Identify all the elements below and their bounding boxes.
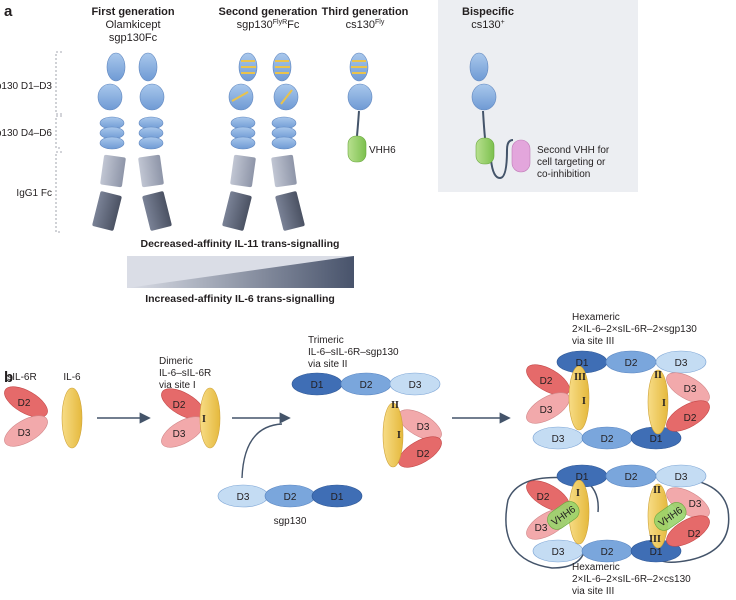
second-gen-molecule — [222, 52, 305, 231]
hex1-bot-d2: D2 — [601, 434, 614, 445]
hex1-l-d3: D3 — [540, 405, 553, 416]
hex2-line3: via site III — [572, 586, 614, 597]
dimeric-d2: D2 — [173, 400, 186, 411]
hex1-site1-right: I — [662, 398, 666, 409]
dimeric-site-1: I — [202, 414, 206, 425]
hex1-site2-right: II — [654, 370, 662, 381]
bispecific-note-3: co-inhibition — [537, 169, 590, 180]
hex1-line1: Hexameric — [572, 312, 620, 323]
free-sgp-d3: D3 — [237, 492, 250, 503]
dimeric-d3: D3 — [173, 429, 186, 440]
bispecific-note-2: cell targeting or — [537, 157, 606, 168]
trimeric-line1: Trimeric — [308, 335, 344, 346]
free-d2: D2 — [18, 398, 31, 409]
dimeric-line3: via site I — [159, 380, 196, 391]
bispecific-molecule — [469, 52, 531, 180]
trimeric-line3: via site II — [308, 359, 347, 370]
dimeric-line2: IL-6–sIL-6R — [159, 368, 211, 379]
bar-top-label: Decreased-affinity IL-11 trans-signallin… — [141, 238, 340, 250]
first-gen-line1: Olamkicept — [105, 19, 160, 31]
first-gen-line2: sgp130Fc — [109, 32, 158, 44]
side-label-igg1-fc: IgG1 Fc — [16, 188, 52, 199]
sil6r-label: sIL-6R — [7, 372, 36, 383]
dimeric-complex — [161, 387, 221, 449]
hex2-r-d2: D2 — [688, 529, 701, 540]
hex1-site1-left: I — [582, 396, 586, 407]
hexamer-cs130 — [505, 464, 730, 569]
bispecific-background — [438, 0, 638, 192]
il6-label: IL-6 — [63, 372, 81, 383]
trimeric-site-2: II — [391, 400, 399, 411]
first-gen-title: First generation — [91, 6, 174, 18]
third-gen-title: Third generation — [322, 6, 409, 18]
hex2-top-d1: D1 — [576, 472, 589, 483]
panel-b-label: b — [4, 369, 13, 386]
affinity-bar-wedge — [127, 256, 354, 288]
vhh6-domain — [347, 135, 367, 163]
bispecific-note-1: Second VHH for — [537, 145, 610, 156]
hex2-r-d3: D3 — [689, 499, 702, 510]
hex1-top-d1: D1 — [576, 358, 589, 369]
panel-a-label: a — [4, 3, 13, 20]
free-sgp-d1: D1 — [331, 492, 344, 503]
hex2-top-d3: D3 — [675, 472, 688, 483]
hex1-line2: 2×IL-6–2×sIL-6R–2×sgp130 — [572, 324, 697, 335]
trimeric-d3: D3 — [409, 380, 422, 391]
side-label-d4-d6: sgp130 D4–D6 — [0, 128, 52, 139]
free-il6 — [61, 387, 83, 449]
third-gen-line1: cs130Fly — [346, 19, 385, 31]
hex1-line3: via site III — [572, 336, 614, 347]
hex1-r-d2: D2 — [684, 413, 697, 424]
trimeric-d2: D2 — [360, 380, 373, 391]
hex1-l-d2: D2 — [540, 376, 553, 387]
bispecific-vhh-domain — [475, 137, 495, 165]
hex2-top-d2: D2 — [625, 472, 638, 483]
hex2-bot-d2: D2 — [601, 547, 614, 558]
second-vhh-domain — [511, 139, 531, 173]
side-label-d1-d3: sgp130 D1–D3 — [0, 81, 52, 92]
hex2-l-d3: D3 — [535, 523, 548, 534]
free-sgp-d2: D2 — [284, 492, 297, 503]
hex2-line1: Hexameric — [572, 562, 620, 573]
dimeric-line1: Dimeric — [159, 356, 193, 367]
sgp130-label: sgp130 — [274, 516, 307, 527]
hex1-top-d2: D2 — [625, 358, 638, 369]
free-d3: D3 — [18, 428, 31, 439]
hex2-line2: 2×IL-6–2×sIL-6R–2×cs130 — [572, 574, 691, 585]
hex2-site2-right: II — [653, 485, 661, 496]
second-gen-title: Second generation — [218, 6, 317, 18]
hex2-bot-d1: D1 — [650, 547, 663, 558]
free-sil6r — [4, 386, 48, 447]
hex1-top-d3: D3 — [675, 358, 688, 369]
trimeric-d1: D1 — [311, 380, 324, 391]
hex2-l-d2: D2 — [537, 492, 550, 503]
free-sgp130 — [217, 484, 363, 508]
arrow-2-incoming — [241, 423, 283, 479]
hex2-site3-right: III — [649, 534, 661, 545]
trimeric-line2: IL-6–sIL-6R–sgp130 — [308, 347, 399, 358]
hexamer-sgp130 — [526, 350, 710, 450]
vhh6-label: VHH6 — [369, 145, 396, 156]
hex2-site1-left: I — [576, 488, 580, 499]
bispecific-line1: cs130+ — [471, 19, 504, 31]
trimeric-r-d2: D2 — [417, 449, 430, 460]
second-gen-line1: sgp130FlyRFc — [237, 19, 300, 31]
side-brackets — [55, 51, 62, 233]
trimeric-r-d3: D3 — [417, 422, 430, 433]
hex1-r-d3: D3 — [684, 384, 697, 395]
hex1-site3-left: III — [574, 372, 586, 383]
hex2-bot-d3: D3 — [552, 547, 565, 558]
hex1-bot-d1: D1 — [650, 434, 663, 445]
trimeric-site-1: I — [397, 430, 401, 441]
hex1-bot-d3: D3 — [552, 434, 565, 445]
third-gen-molecule — [347, 52, 373, 163]
bispecific-title: Bispecific — [462, 6, 514, 18]
bar-bottom-label: Increased-affinity IL-6 trans-signalling — [145, 293, 335, 305]
first-gen-molecule — [92, 52, 172, 231]
trimeric-complex — [291, 372, 442, 468]
